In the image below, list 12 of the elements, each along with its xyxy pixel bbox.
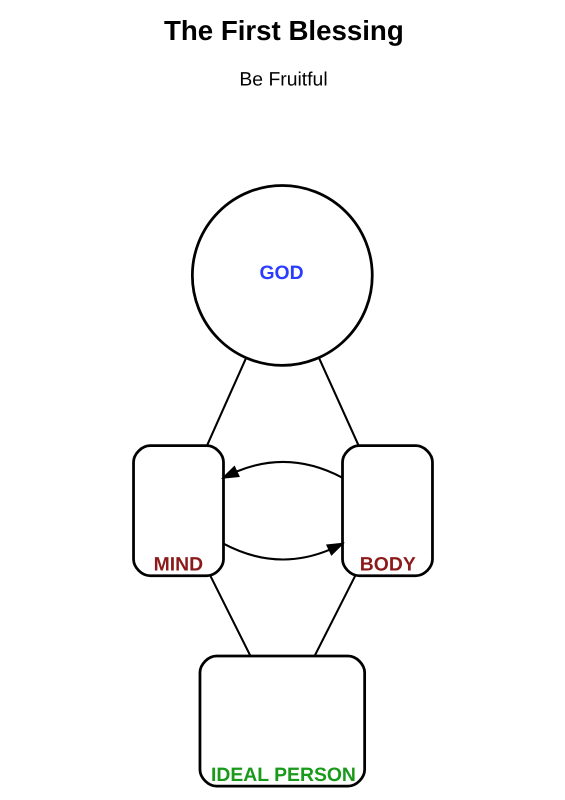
node-box: BODY	[340, 444, 434, 578]
connector	[318, 358, 360, 446]
arrow	[222, 542, 344, 560]
label: Be Fruitful	[238, 68, 328, 90]
node-box: MIND	[132, 444, 224, 578]
node-box: IDEAL PERSON	[198, 654, 366, 788]
connector	[209, 576, 251, 656]
arrow	[220, 460, 342, 479]
diagram-title: The First Blessing	[163, 15, 404, 46]
connector	[206, 358, 246, 446]
connector	[313, 576, 356, 656]
node-circle: GOD	[190, 184, 374, 367]
